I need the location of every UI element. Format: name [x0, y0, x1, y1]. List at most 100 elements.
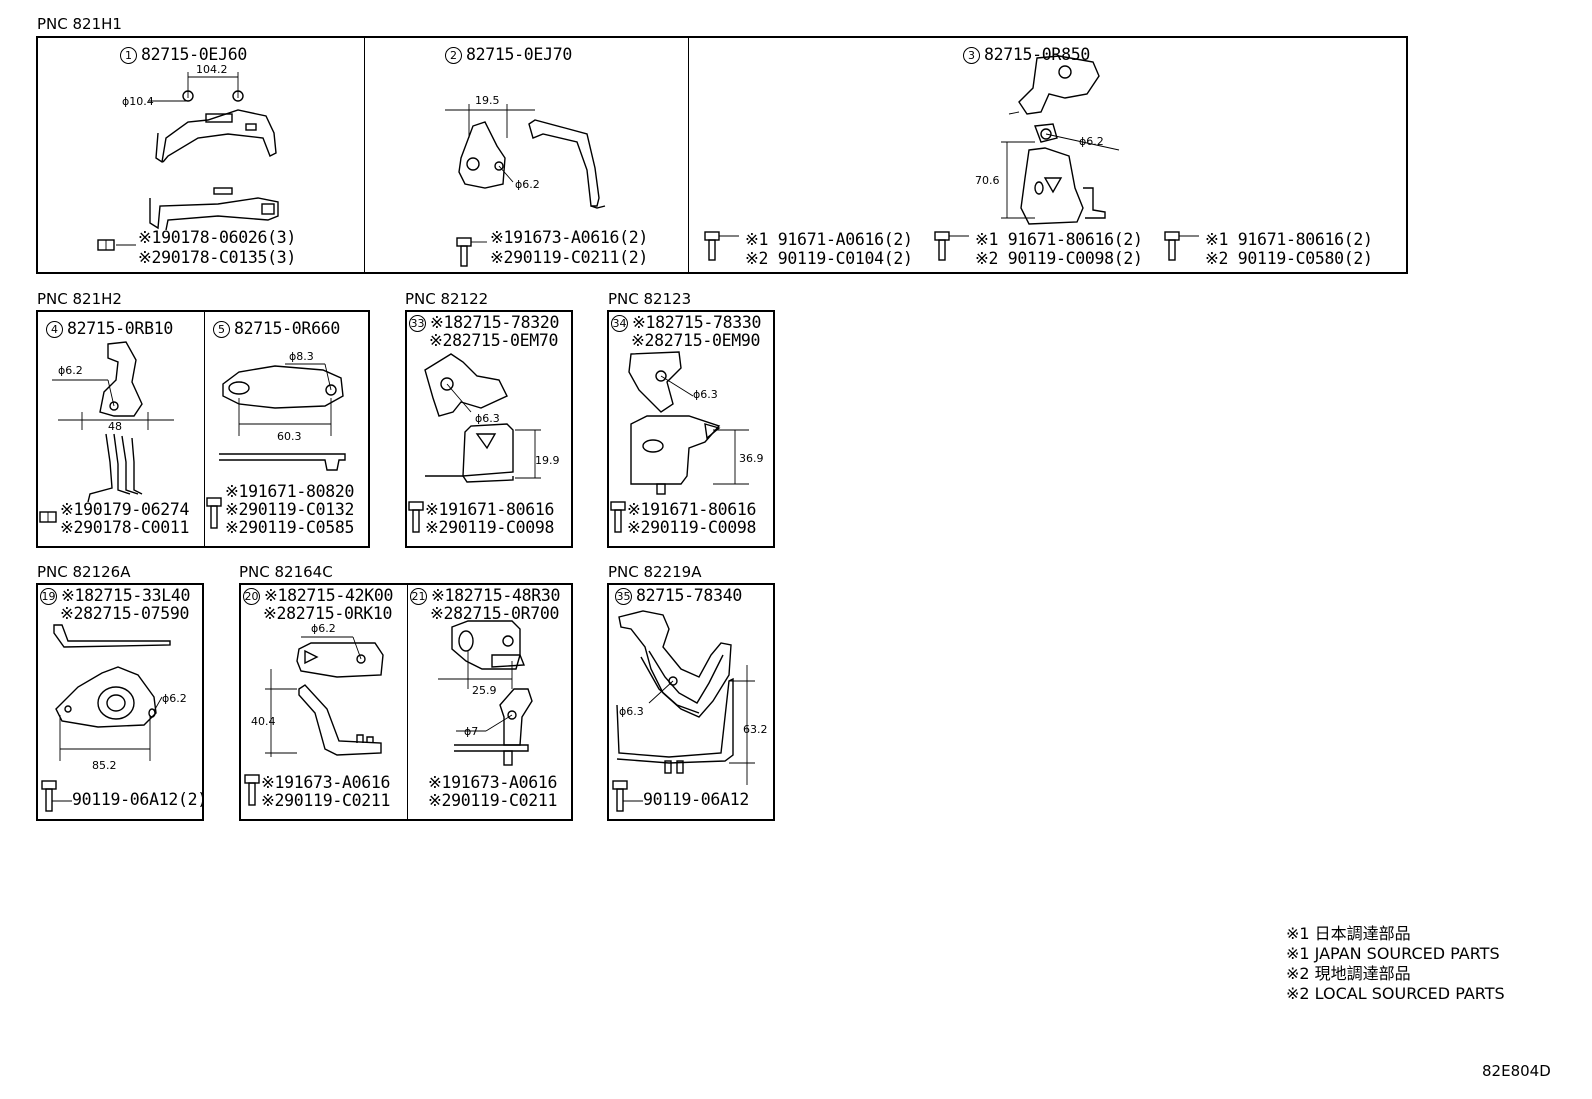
dim-width-19: 85.2 — [92, 759, 117, 772]
pnc-label-821h2: PNC 821H2 — [37, 290, 122, 308]
bracket-drawing-19 — [41, 624, 171, 812]
dim-width-21: 25.9 — [472, 684, 497, 697]
fastener-line-5b: ※290119-C0132 — [225, 500, 355, 519]
pnc-82123-box[interactable]: 34※182715-78330 ※282715-0EM90 ϕ6.3 36.9 … — [607, 310, 775, 548]
part-line-19b: ※282715-07590 — [60, 604, 190, 623]
legend-line-1: ※1 日本調達部品 — [1286, 924, 1411, 943]
bracket-drawing-21 — [438, 620, 533, 766]
dim-hole-34: ϕ6.3 — [693, 388, 718, 401]
part-header-20: 20※182715-42K00 — [243, 586, 394, 605]
pnc-label-82123: PNC 82123 — [608, 290, 692, 308]
dim-hole-33: ϕ6.3 — [475, 412, 500, 425]
part-header-21: 21※182715-48R30 — [410, 586, 561, 605]
fastener-line-34a: ※191671-80616 — [627, 500, 757, 519]
bracket-drawing-33 — [408, 353, 541, 533]
fastener-set-3b-line1: ※1 91671-80616(2) — [975, 230, 1143, 249]
fastener-line-35: 90119-06A12 — [643, 790, 749, 809]
part-cell-21[interactable]: 21※182715-48R30 ※282715-0R700 25.9 ϕ7 ※1… — [407, 585, 571, 819]
fastener-line-33a: ※191671-80616 — [425, 500, 555, 519]
fastener-line-5c: ※290119-C0585 — [225, 518, 355, 537]
dim-width-4: 48 — [108, 420, 122, 433]
dim-hole-4: ϕ6.2 — [58, 364, 83, 377]
part-line-21b: ※282715-0R700 — [430, 604, 560, 623]
part-cell-20[interactable]: 20※182715-42K00 ※282715-0RK10 ϕ6.2 40.4 … — [241, 585, 407, 819]
pnc-label-82164c: PNC 82164C — [239, 563, 333, 581]
part-header-34: 34※182715-78330 — [611, 313, 762, 332]
fastener-line-21b: ※290119-C0211 — [428, 791, 558, 810]
fastener-line-5a: ※191671-80820 — [225, 482, 355, 501]
fastener-set-3a-line2: ※2 90119-C0104(2) — [745, 249, 913, 268]
dim-height-20: 40.4 — [251, 715, 276, 728]
pnc-82122-box[interactable]: 33※182715-78320 ※282715-0EM70 ϕ6.3 19.9 … — [405, 310, 573, 548]
pnc-82126a-box[interactable]: 19※182715-33L40 ※282715-07590 ϕ6.2 85.2 … — [36, 583, 207, 821]
pnc-label-82122: PNC 82122 — [405, 290, 489, 308]
fastener-line-34b: ※290119-C0098 — [627, 518, 757, 537]
fastener-line-21a: ※191673-A0616 — [428, 773, 558, 792]
dim-hole-5: ϕ8.3 — [289, 350, 314, 363]
part-line-20b: ※282715-0RK10 — [263, 604, 393, 623]
drawing-code: 82E804D — [1482, 1062, 1551, 1080]
dim-hole-19: ϕ6.2 — [162, 692, 187, 705]
bracket-drawing-35 — [612, 610, 755, 812]
fastener-line-2a: ※191673-A0616(2) — [490, 228, 649, 247]
dim-height-33: 19.9 — [535, 454, 560, 467]
bracket-drawing-34 — [610, 351, 749, 533]
fastener-line-20a: ※191673-A0616 — [261, 773, 391, 792]
bracket-drawing-2 — [445, 104, 606, 267]
dim-height-3: 70.6 — [975, 174, 1000, 187]
legend-line-3: ※2 現地調達部品 — [1286, 964, 1411, 983]
legend-line-4: ※2 LOCAL SOURCED PARTS — [1286, 984, 1505, 1003]
fastener-set-3c-line2: ※2 90119-C0580(2) — [1205, 249, 1373, 268]
dim-hole-35: ϕ6.3 — [619, 705, 644, 718]
dim-hole-21: ϕ7 — [464, 725, 479, 738]
dim-width-5: 60.3 — [277, 430, 302, 443]
pnc-label-821h1: PNC 821H1 — [37, 15, 122, 33]
fastener-line-33b: ※290119-C0098 — [425, 518, 555, 537]
fastener-line-1a: ※190178-06026(3) — [138, 228, 297, 247]
dim-width-2: 19.5 — [475, 94, 500, 107]
bracket-drawing-3 — [704, 55, 1199, 261]
fastener-set-3a-line1: ※1 91671-A0616(2) — [745, 230, 913, 249]
bracket-drawing-4 — [39, 341, 174, 523]
fastener-set-3c-line1: ※1 91671-80616(2) — [1205, 230, 1373, 249]
dim-width-1: 104.2 — [196, 63, 228, 76]
fastener-line-4b: ※290178-C0011 — [60, 518, 190, 537]
dim-hole-20: ϕ6.2 — [311, 622, 336, 635]
dim-height-34: 36.9 — [739, 452, 764, 465]
fastener-line-20b: ※290119-C0211 — [261, 791, 391, 810]
legend-line-2: ※1 JAPAN SOURCED PARTS — [1286, 944, 1500, 963]
fastener-line-19: 90119-06A12(2) — [72, 790, 207, 809]
bracket-drawing-20 — [244, 636, 384, 806]
dim-hole-2: ϕ6.2 — [515, 178, 540, 191]
part-line-34b: ※282715-0EM90 — [631, 331, 761, 350]
fastener-line-1b: ※290178-C0135(3) — [138, 248, 297, 267]
legend: ※1 日本調達部品 ※1 JAPAN SOURCED PARTS ※2 現地調達… — [1286, 924, 1505, 1004]
pnc-label-82126a: PNC 82126A — [37, 563, 131, 581]
bracket-drawing-1 — [97, 72, 279, 251]
fastener-line-2b: ※290119-C0211(2) — [490, 248, 649, 267]
dim-height-35: 63.2 — [743, 723, 768, 736]
part-line-33b: ※282715-0EM70 — [429, 331, 559, 350]
pnc-82164c-box: 20※182715-42K00 ※282715-0RK10 ϕ6.2 40.4 … — [239, 583, 573, 821]
fastener-line-4a: ※190179-06274 — [60, 500, 190, 519]
dim-hole-3: ϕ6.2 — [1079, 135, 1104, 148]
part-header-33: 33※182715-78320 — [409, 313, 560, 332]
pnc-label-82219a: PNC 82219A — [608, 563, 702, 581]
part-header-19: 19※182715-33L40 — [40, 586, 191, 605]
fastener-set-3b-line2: ※2 90119-C0098(2) — [975, 249, 1143, 268]
bracket-drawing-5 — [206, 363, 346, 529]
